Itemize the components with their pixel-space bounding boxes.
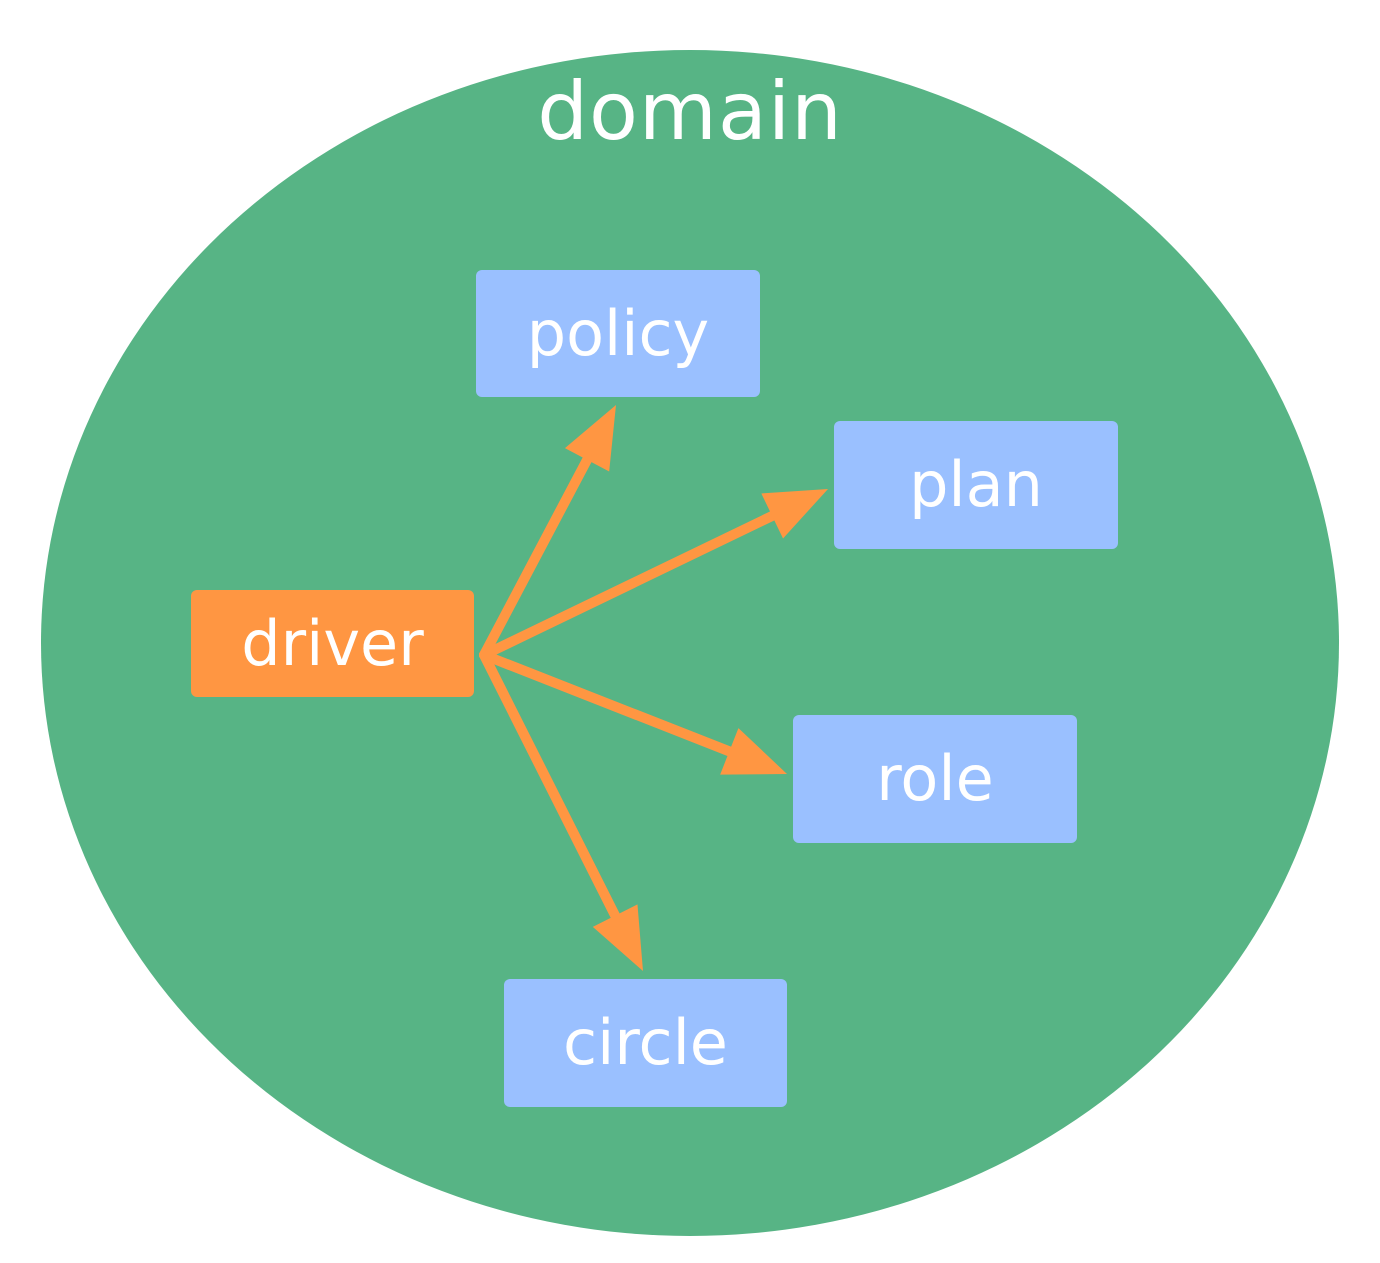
arrow-line [479,650,622,925]
arrow-line [479,509,781,660]
domain-ellipse [41,50,1339,1236]
arrow-line [479,451,594,660]
node-driver: driver [191,590,474,697]
arrow-line [479,650,739,758]
edge-layer [479,405,828,971]
node-plan: plan [834,421,1118,549]
arrowhead-icon [564,405,616,472]
node-role: role [793,715,1077,843]
arrow-driver-to-plan [479,489,828,660]
arrowhead-icon [592,904,643,971]
arrow-driver-to-policy [479,405,616,660]
node-circle: circle [504,979,787,1107]
domain-label: domain [537,65,843,158]
arrowhead-icon [761,489,828,539]
arrow-driver-to-circle [479,650,643,971]
arrowhead-icon [720,728,787,775]
arrow-driver-to-role [479,650,787,775]
node-policy: policy [476,270,760,397]
